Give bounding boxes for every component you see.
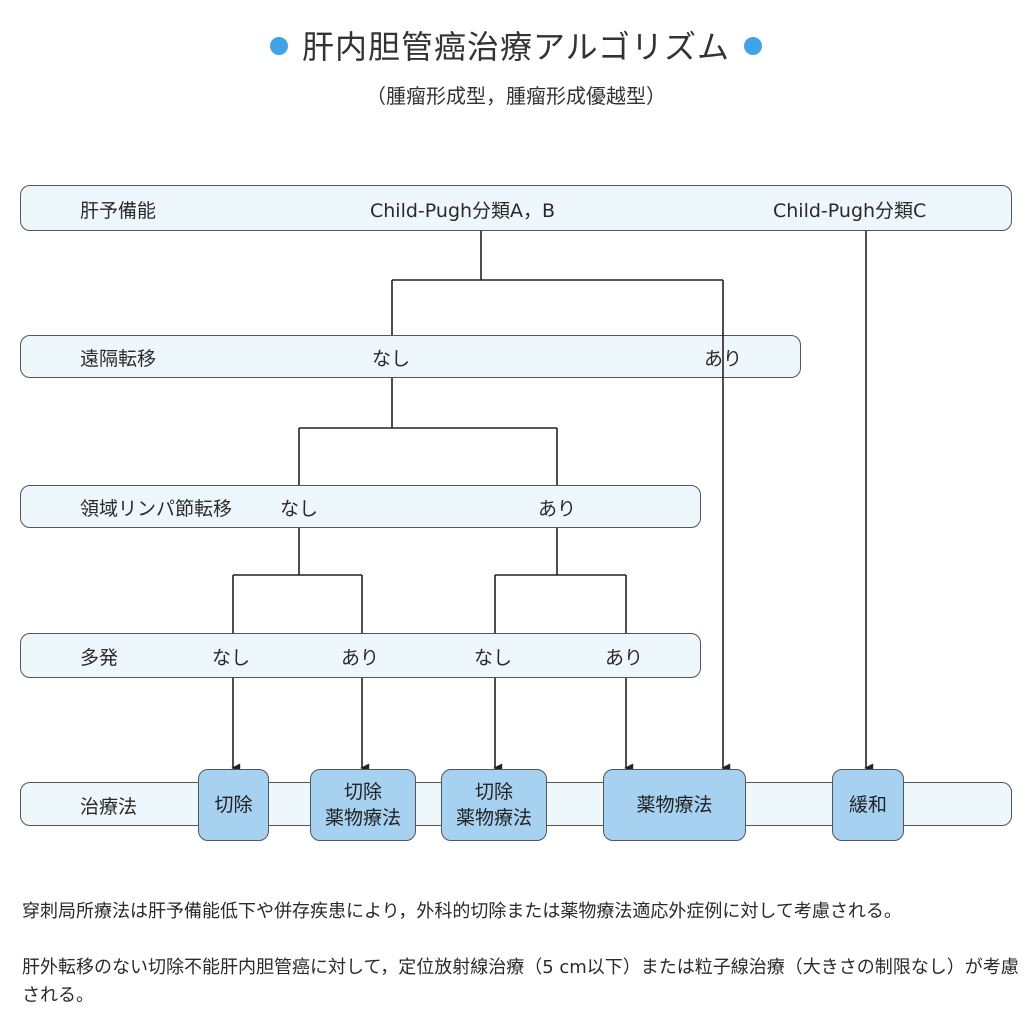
footnote-2: 肝外転移のない切除不能肝内胆管癌に対して，定位放射線治療（5 cm以下）または粒… — [22, 957, 1019, 1006]
treatment-resection: 切除 — [198, 769, 269, 841]
treatment-label: 治療法 — [80, 796, 138, 818]
distant-none-label: なし — [372, 348, 411, 370]
distant-metastasis-label: 遠隔転移 — [80, 348, 157, 370]
connector-lymph-none — [232, 528, 363, 633]
connector-liver-ab — [391, 231, 723, 335]
connector-distant-none — [298, 378, 558, 485]
footnote-1: 穿刺局所療法は肝予備能低下や併存疾患により，外科的切除または薬物療法適応外症例に… — [22, 901, 902, 922]
row-lymph-node-metastasis — [20, 485, 701, 528]
distant-yes-label: あり — [704, 348, 743, 370]
multiple-label: 多発 — [80, 647, 119, 669]
multiple-none-1-label: なし — [212, 647, 251, 669]
lymph-yes-label: あり — [538, 498, 577, 520]
treatment-chemo: 薬物療法 — [603, 769, 746, 841]
lymph-node-label: 領域リンパ節転移 — [80, 498, 233, 520]
bullet-dot-icon — [269, 37, 288, 55]
multiple-none-2-label: なし — [474, 647, 513, 669]
lymph-none-label: なし — [280, 498, 319, 520]
row-liver-function — [20, 185, 1012, 231]
treatment-resection-chemo-1: 切除薬物療法 — [310, 769, 416, 841]
connector-lymph-yes — [494, 528, 627, 633]
row-distant-metastasis — [20, 335, 801, 378]
child-pugh-ab-label: Child-Pugh分類A，B — [370, 200, 556, 222]
liver-function-label: 肝予備能 — [80, 200, 157, 222]
treatment-palliative: 緩和 — [832, 769, 904, 841]
page-subtitle: （腫瘤形成型，腫瘤形成優越型） — [366, 84, 666, 108]
bullet-dot-icon — [744, 37, 763, 55]
multiple-yes-2-label: あり — [605, 647, 644, 669]
treatment-resection-chemo-2: 切除薬物療法 — [441, 769, 547, 841]
child-pugh-c-label: Child-Pugh分類C — [773, 200, 927, 222]
multiple-yes-1-label: あり — [341, 647, 380, 669]
row-multiple — [20, 633, 701, 678]
page-title: 肝内胆管癌治療アルゴリズム — [0, 22, 1032, 68]
